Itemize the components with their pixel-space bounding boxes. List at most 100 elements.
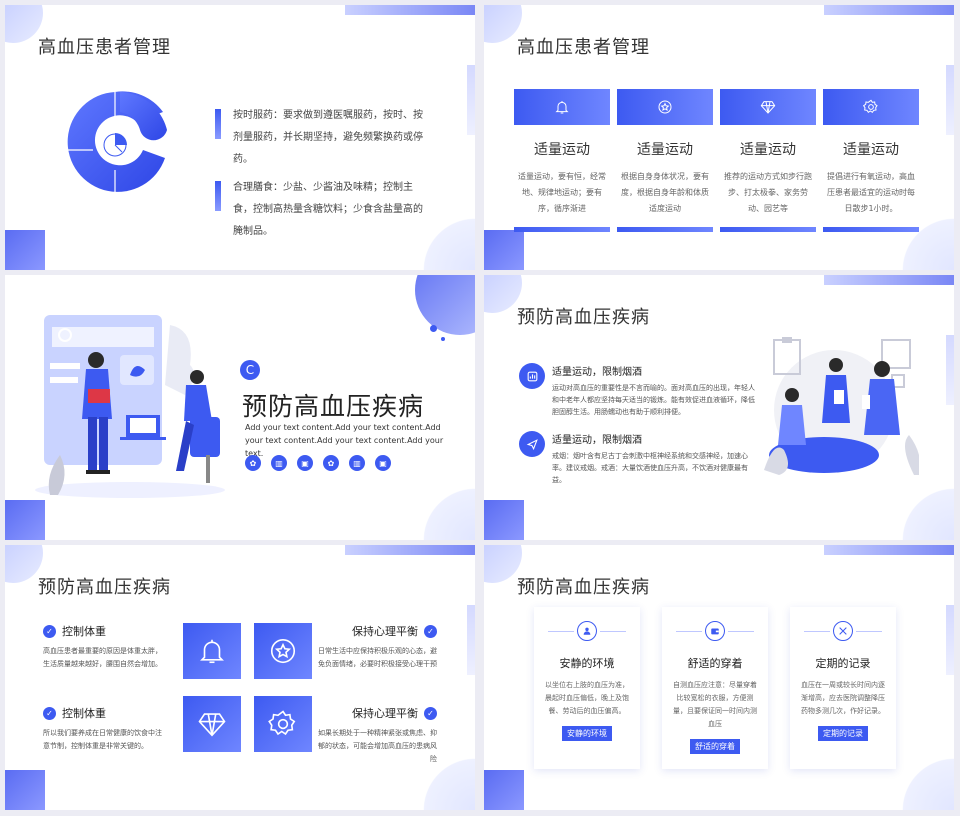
card-button[interactable]: 舒适的穿着	[690, 739, 740, 754]
gear-icon[interactable]: ✿	[245, 455, 261, 471]
card-name: 适量运动	[843, 142, 899, 158]
building-icon[interactable]: ▥	[271, 455, 287, 471]
slide-title: 预防高血压疾病	[38, 577, 171, 598]
card-button[interactable]: 安静的环境	[562, 726, 612, 741]
decor-dot	[441, 337, 445, 341]
row-heading: 适量运动，限制烟酒	[552, 435, 642, 446]
slide-1[interactable]: 高血压患者管理 按时服	[5, 5, 475, 270]
card-heading: 定期的记录	[815, 657, 871, 670]
exercise-card: 适量运动 提倡进行有氧运动，高血压患者最适宜的运动时每日散步1小时。	[823, 89, 919, 232]
section-subtitle: Add your text content.Add your text cont…	[245, 423, 444, 458]
decor-blob	[405, 750, 475, 810]
card-footer-bar	[617, 227, 713, 232]
slide-5[interactable]: 预防高血压疾病 ✓ 控制体重 高血压患者最重要的原因是体重太胖，生活质量越来越好，…	[5, 545, 475, 810]
decor-square	[5, 500, 45, 540]
tip-item: ✓ 控制体重 高血压患者最重要的原因是体重太胖，生活质量越来越好，腰围自然会增加。	[43, 623, 163, 671]
decor-blob	[884, 480, 954, 540]
decor-square	[5, 770, 45, 810]
card-name: 适量运动	[637, 142, 693, 158]
decor-blob	[415, 275, 475, 335]
card-button[interactable]: 定期的记录	[818, 726, 868, 741]
card-desc: 适量运动，要有恒，经常地、规律地运动；要有序，循序渐进	[518, 172, 606, 213]
slide-2[interactable]: 高血压患者管理 适量运动 适量运动，要有恒，经常地、规律地运动；要有序，循序渐进…	[484, 5, 954, 270]
star-icon	[270, 638, 296, 664]
row-heading: 适量运动，限制烟酒	[552, 367, 642, 378]
decor-square	[484, 500, 524, 540]
card-heading: 舒适的穿着	[687, 657, 743, 670]
tile-gear	[254, 696, 312, 752]
tile-star	[254, 623, 312, 679]
decor-edge	[467, 65, 475, 135]
check-icon: ✓	[43, 706, 56, 720]
card-name: 适量运动	[534, 142, 590, 158]
card-desc: 推荐的运动方式如步行跑步、打太极拳、家务劳动、园艺等	[724, 172, 812, 213]
tile-diamond	[183, 696, 241, 752]
decor-bar	[345, 5, 475, 15]
tip-item: ✓控制体重 所以我们要养成在日常健康的饮食中注意节制，控制体重是非常关键的。	[43, 705, 163, 753]
check-icon: ✓	[43, 624, 56, 638]
diamond-icon	[760, 101, 776, 114]
chart-icon	[519, 363, 545, 389]
card-header	[514, 89, 610, 125]
decor-square	[484, 770, 524, 810]
section-badge: C	[240, 360, 260, 380]
info-row: 适量运动，限制烟酒 运动对高血压的重要性是不言而喻的。面对高血压的出现，年轻人和…	[519, 363, 759, 418]
decor-blob	[405, 480, 475, 540]
decor-edge	[946, 65, 954, 135]
card-text: 以坐位右上肢的血压为准，晨起时血压偏低，晚上及饱餐、劳动后的血压偏高。	[545, 681, 629, 715]
doctor-patient-illustration	[30, 305, 230, 500]
tip-card: 安静的环境 以坐位右上肢的血压为准，晨起时血压偏低，晚上及饱餐、劳动后的血压偏高…	[534, 607, 640, 769]
tip-card: 舒适的穿着 自测血压应注意：尽量穿着比较宽松的衣服，方便测量，且要保证同一时间内…	[662, 607, 768, 769]
icon-row: ✿ ▥ ▣ ✿ ▥ ▣	[245, 455, 391, 471]
building-icon[interactable]: ▥	[349, 455, 365, 471]
section-title: 预防高血压疾病	[242, 392, 425, 421]
tip-card: 定期的记录 血压在一周或较长时间内逐渐增高，应去医院调整降压药物多测几次，作好记…	[790, 607, 896, 769]
wallet-icon	[676, 621, 754, 641]
row-text: 戒烟：烟叶含有尼古丁会刺激中枢神经系统和交感神经，加速心率。建议戒烟。戒酒：大量…	[552, 452, 748, 484]
card-footer-bar	[720, 227, 816, 232]
tile-bell	[183, 623, 241, 679]
bell-icon	[200, 639, 224, 664]
star-icon	[658, 100, 672, 114]
gear-icon	[863, 99, 878, 114]
point-text: 合理膳食：少盐、少酱油及味精；控制主食，控制高热量含糖饮料；少食含盐量高的腌制品…	[233, 182, 423, 237]
point-item: 合理膳食：少盐、少酱油及味精；控制主食，控制高热量含糖饮料；少食含盐量高的腌制品…	[215, 177, 425, 243]
points-list: 按时服药：要求做到遵医嘱服药，按时、按剂量服药，并长期坚持，避免频繁换药或停药。…	[215, 105, 425, 249]
card-footer-bar	[823, 227, 919, 232]
card-header	[823, 89, 919, 125]
decor-bar	[824, 5, 954, 15]
tip-text: 日常生活中应保持积极乐观的心态，避免负面情绪，必要时积极接受心理干预	[318, 647, 437, 668]
send-icon	[519, 431, 545, 457]
accent-bar	[215, 181, 221, 211]
decor-edge	[946, 605, 954, 675]
bell-icon	[555, 101, 569, 114]
slide-4[interactable]: 预防高血压疾病 适量运动，限制烟酒 运动对高血压的重要性是不言而喻的。面对高血压…	[484, 275, 954, 540]
card-footer-bar	[514, 227, 610, 232]
card-desc: 根据自身身体状况，要有度，根据自身年龄和体质适度运动	[621, 172, 709, 213]
image-icon[interactable]: ▣	[375, 455, 391, 471]
gear-icon	[268, 710, 296, 736]
tip-heading: 保持心理平衡	[352, 625, 418, 638]
card-heading: 安静的环境	[559, 657, 615, 670]
decor-square	[484, 230, 524, 270]
card-header	[617, 89, 713, 125]
exercise-card: 适量运动 根据自身身体状况，要有度，根据自身年龄和体质适度运动	[617, 89, 713, 232]
slide-3[interactable]: C 预防高血压疾病 Add your text content.Add your…	[5, 275, 475, 540]
gear-icon[interactable]: ✿	[323, 455, 339, 471]
tip-item: 保持心理平衡 ✓ 日常生活中应保持积极乐观的心态，避免负面情绪，必要时积极接受心理…	[317, 623, 437, 671]
check-icon: ✓	[424, 706, 437, 720]
exercise-card: 适量运动 推荐的运动方式如步行跑步、打太极拳、家务劳动、园艺等	[720, 89, 816, 232]
medical-team-illustration	[764, 335, 921, 485]
card-name: 适量运动	[740, 142, 796, 158]
decor-blob	[884, 210, 954, 270]
decor-bar	[824, 545, 954, 555]
accent-bar	[215, 109, 221, 139]
tools-icon	[804, 621, 882, 641]
tip-text: 如果长期处于一种精神紧张或焦虑、抑郁的状态，可能会增加高血压的患病风险	[318, 729, 437, 763]
tip-heading: 控制体重	[62, 625, 106, 638]
check-icon: ✓	[424, 624, 437, 638]
image-icon[interactable]: ▣	[297, 455, 313, 471]
slide-6[interactable]: 预防高血压疾病 安静的环境 以坐位右上肢的血压为准，晨起时血压偏低，晚上及饱餐、…	[484, 545, 954, 810]
tip-text: 高血压患者最重要的原因是体重太胖，生活质量越来越好，腰围自然会增加。	[43, 647, 162, 668]
